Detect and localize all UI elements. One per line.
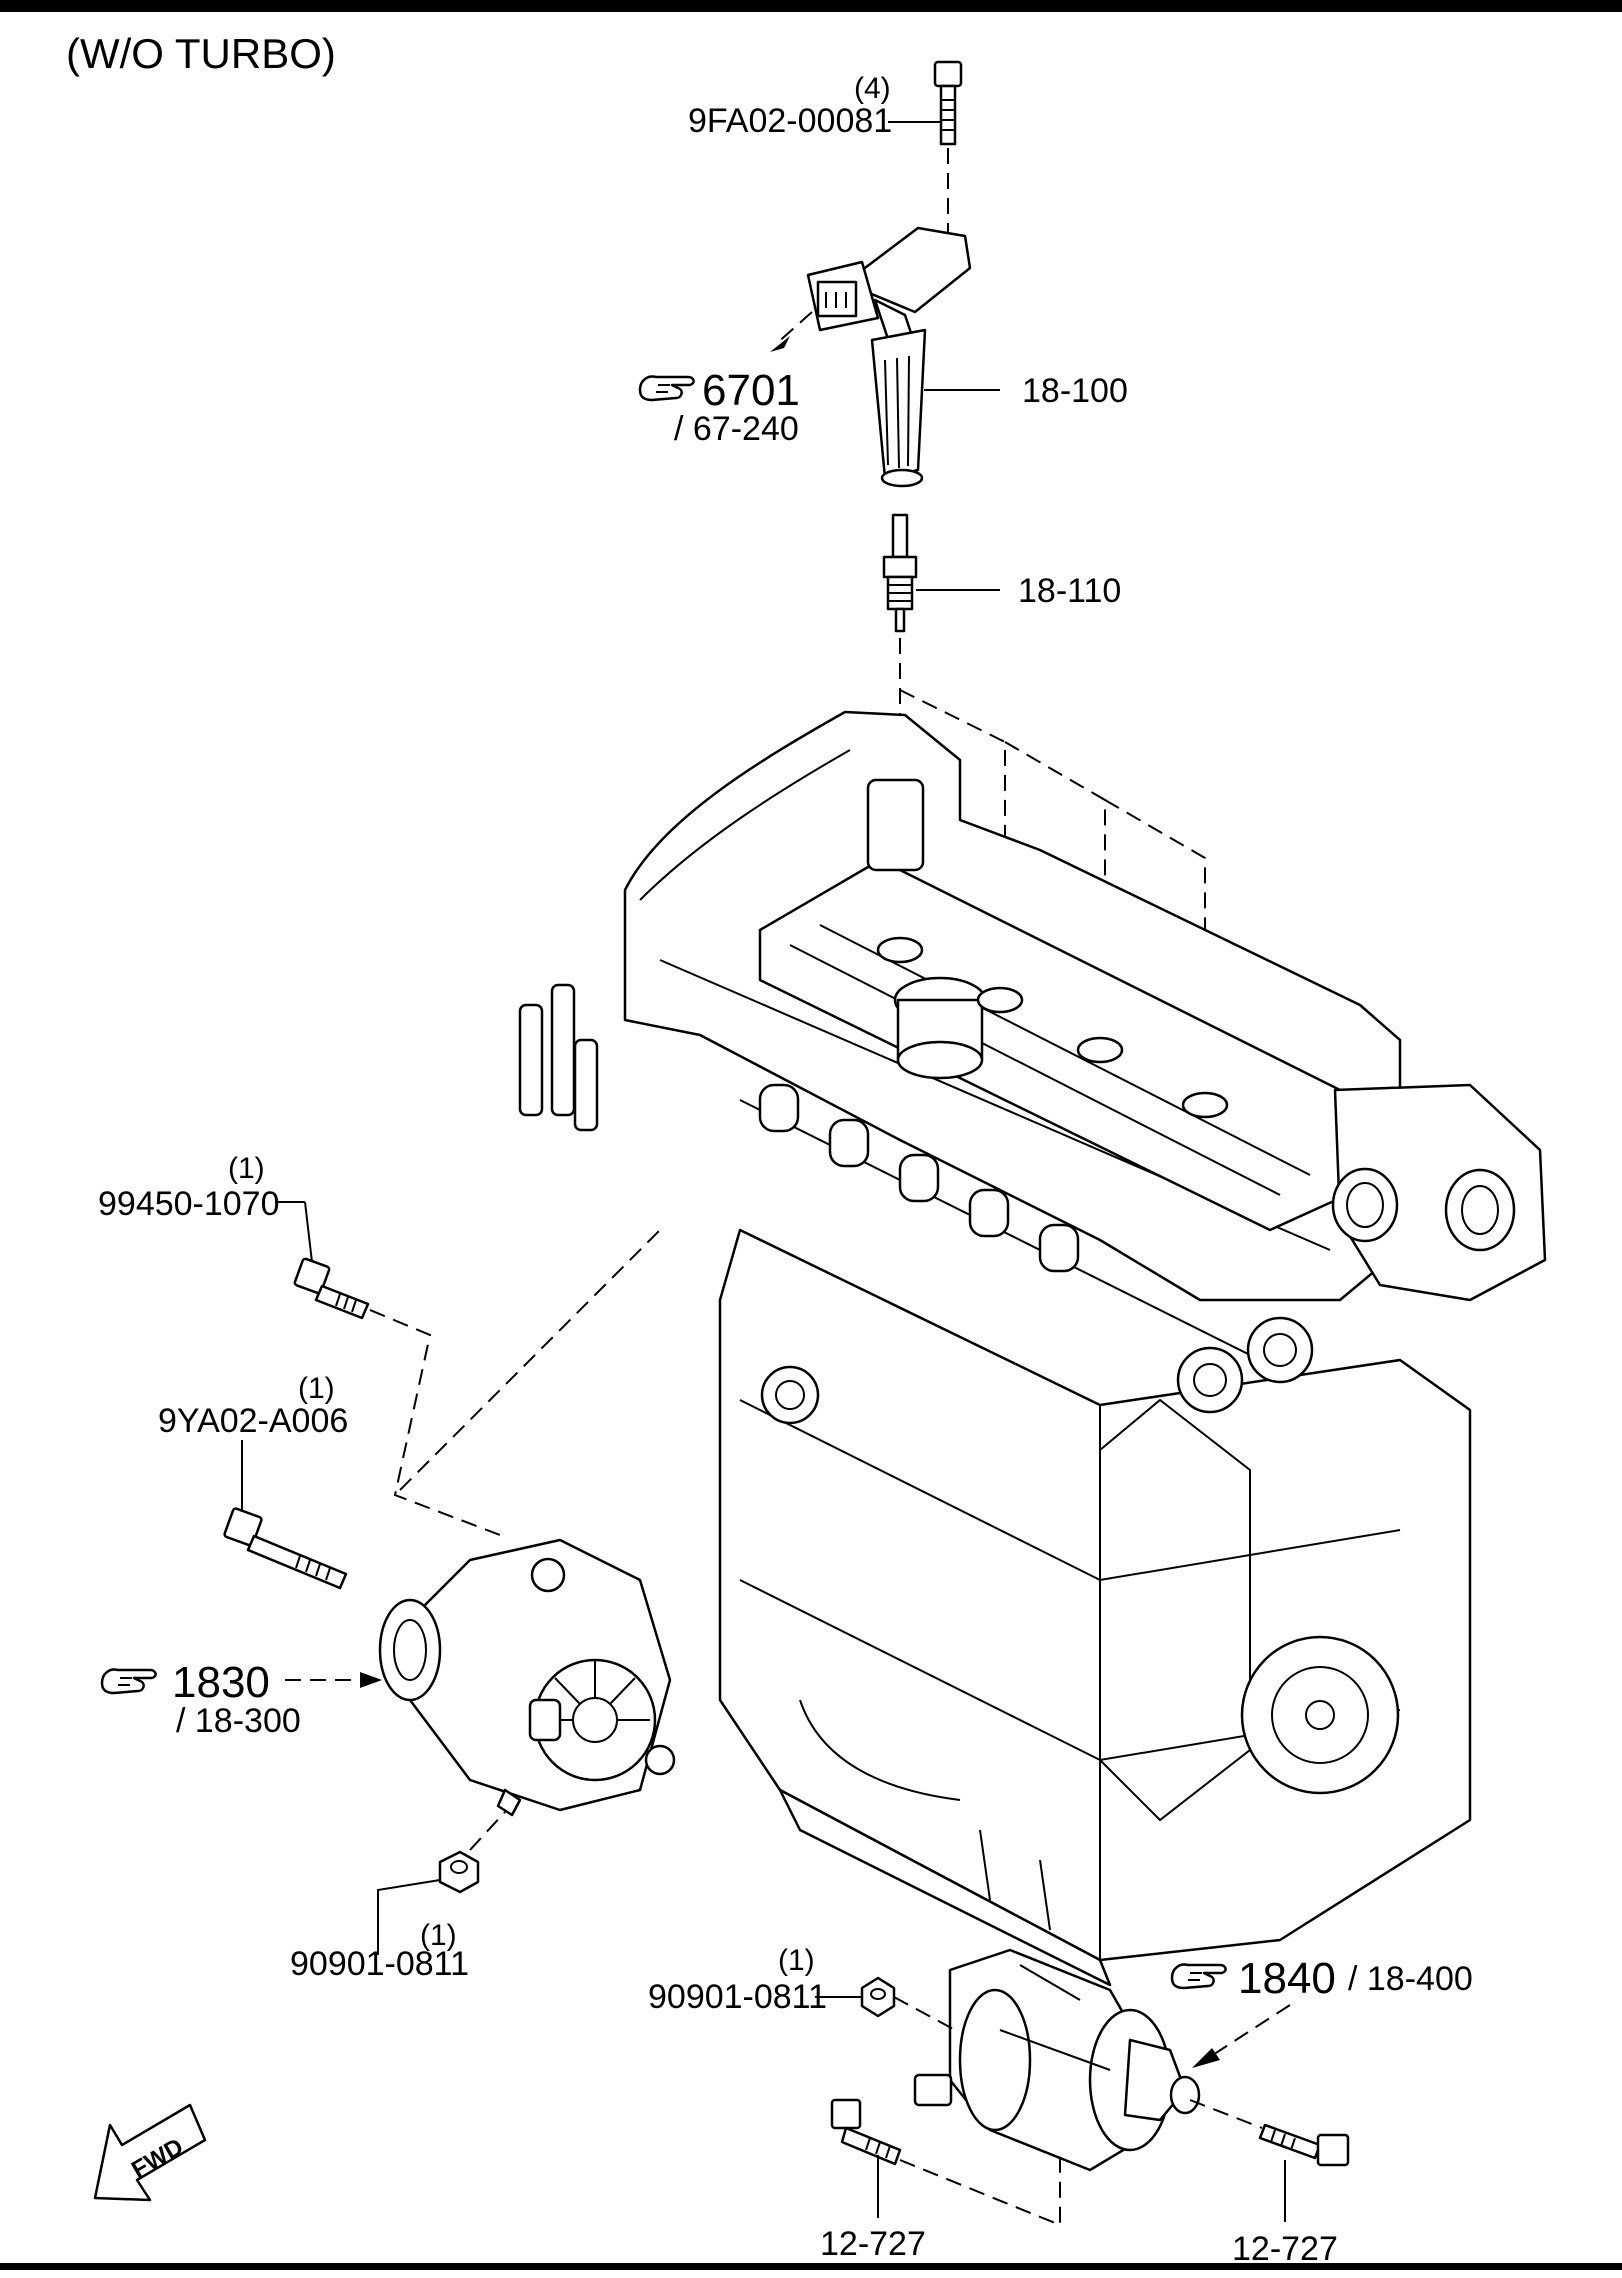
plug-part-number: 18-110: [1018, 572, 1121, 610]
spark-plug: [882, 513, 918, 633]
leader-line: [304, 1201, 313, 1263]
alt-nut-qty: (1): [420, 1919, 457, 1952]
guide-line: [469, 1811, 506, 1851]
starter-nut: [860, 1976, 896, 2018]
ignition-coil: [806, 226, 972, 488]
coil-ref-sub: / 67-240: [674, 410, 799, 448]
hand-pointer-icon: [638, 375, 695, 402]
hand-pointer-icon: [100, 1668, 157, 1695]
top-rule: [0, 0, 1622, 12]
guide-line: [1189, 2099, 1263, 2129]
alternator: [378, 1538, 676, 1817]
coil-bolt: [933, 60, 963, 146]
alt-bolt-upper-part-number: 99450-1070: [98, 1185, 280, 1223]
alt-ref-sub: / 18-300: [176, 1702, 301, 1740]
arrow-head: [360, 1672, 382, 1688]
alternator-bolt-lower: [223, 1507, 348, 1590]
guide-line: [893, 1996, 956, 2031]
starter-bolt-right: [1258, 2123, 1350, 2167]
alternator-nut: [438, 1850, 480, 1894]
starter-bolt-left-part-number: 12-727: [820, 2225, 926, 2263]
bottom-rule: [0, 2263, 1622, 2270]
diagram-title: (W/O TURBO): [66, 30, 336, 77]
starter-nut-qty: (1): [778, 1944, 815, 1977]
alternator-bolt-upper: [293, 1257, 370, 1320]
starter-motor: [913, 1948, 1201, 2172]
guide-line: [899, 2155, 1061, 2227]
alt-bolt-lower-part-number: 9YA02-A006: [158, 1402, 348, 1440]
coil-part-number: 18-100: [1022, 372, 1128, 410]
fwd-arrow-icon: FWD: [93, 2103, 207, 2202]
starter-ref-sub: / 18-400: [1348, 1960, 1473, 1998]
leader-line: [377, 1879, 441, 1955]
starter-bolt-right-part-number: 12-727: [1232, 2230, 1338, 2268]
guide-line: [369, 1229, 661, 1536]
starter-nut-part-number: 90901-0811: [648, 1978, 827, 2016]
starter-ref-number: 1840: [1238, 1954, 1336, 2003]
alt-bolt-upper-qty: (1): [228, 1152, 265, 1185]
bolt-top-qty: (4): [854, 72, 891, 105]
arrow-head: [1192, 2048, 1220, 2068]
engine-assembly: [518, 710, 1547, 1987]
hand-pointer-icon: [1170, 1963, 1227, 1990]
coil-ref-number: 6701: [702, 366, 800, 415]
alt-nut-part-number: 90901-0811: [290, 1945, 469, 1983]
bolt-top-part-number: 9FA02-00081: [688, 102, 892, 140]
alt-bolt-lower-qty: (1): [298, 1372, 335, 1405]
guide-line: [1204, 2004, 1291, 2061]
starter-bolt-left: [830, 2098, 902, 2166]
arrow-head: [770, 336, 790, 352]
guide-line: [774, 311, 813, 346]
alt-ref-number: 1830: [172, 1658, 270, 1707]
